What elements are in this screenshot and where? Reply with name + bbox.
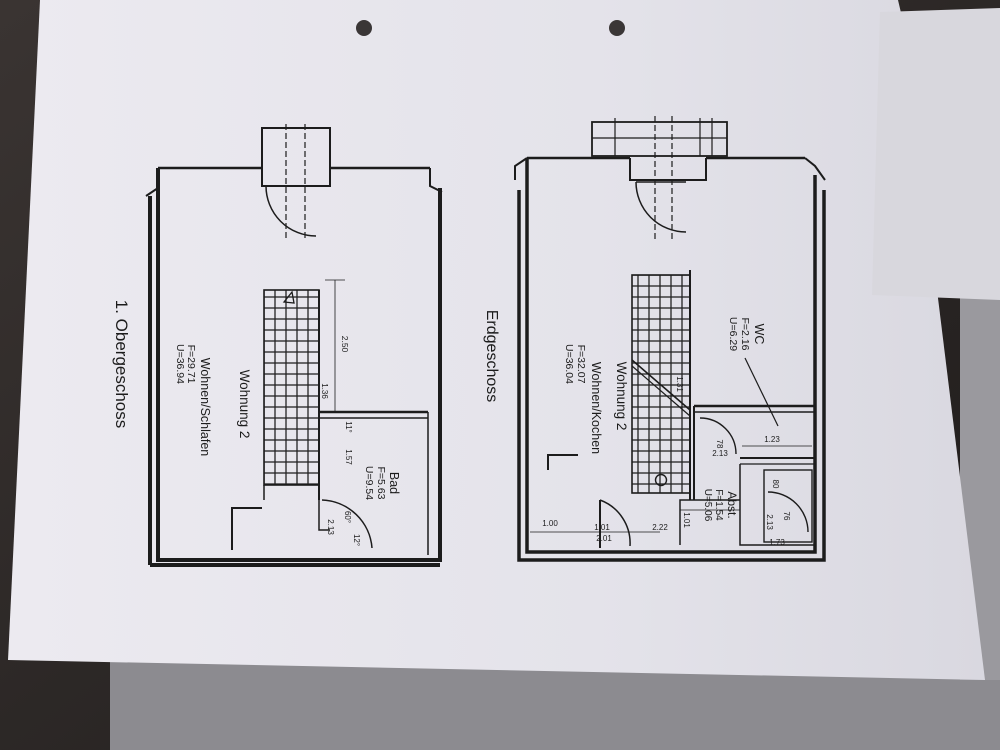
room-perimeter: U=6.29	[727, 317, 739, 351]
stair-cut	[631, 359, 691, 411]
room-area: F=1.54	[713, 489, 724, 521]
outer-wall	[517, 190, 826, 562]
inner-wall	[318, 500, 330, 531]
dormer-wall	[629, 158, 707, 181]
dimension-label: 1.00	[542, 519, 558, 528]
room-name: WC	[752, 324, 766, 345]
dimension-label: 60°	[343, 511, 352, 523]
plan-labels-erdgeschoss: Erdgeschoss Wohnung 2 Wohnen/Kochen F=32…	[483, 310, 791, 547]
eave	[804, 157, 826, 181]
eave	[514, 157, 528, 180]
dimension-label: 80	[771, 480, 780, 489]
dimension-label: 1.73	[769, 538, 785, 547]
room-name: Wohnen/Kochen	[589, 362, 603, 454]
floor-title: Erdgeschoss	[483, 310, 500, 403]
stair-newel	[654, 473, 668, 487]
floor-plan-erdgeschoss	[514, 116, 826, 562]
dimension-label: 1.57	[344, 449, 353, 465]
plan-labels-obergeschoss: 1. Obergeschoss Wohnung 2 Wohnen/Schlafe…	[112, 300, 401, 546]
wc-pointer	[744, 357, 779, 427]
outer-wall	[525, 158, 817, 554]
dimension-label: 2.13	[326, 519, 335, 535]
room-perimeter: U=5.06	[702, 489, 713, 522]
room-perimeter: U=36.94	[174, 344, 186, 384]
room-area: F=5.63	[375, 467, 387, 500]
unit-name: Wohnung 2	[237, 370, 252, 439]
door-swing	[635, 181, 687, 233]
dimension-label: 2.50	[340, 336, 350, 353]
dimension-label: 2.01	[596, 534, 612, 543]
inner-wall	[739, 464, 815, 546]
stair-arrow	[282, 290, 295, 304]
abst-box	[763, 469, 813, 543]
room-perimeter: U=36.04	[563, 344, 575, 384]
second-sheet	[872, 8, 1000, 300]
unit-name: Wohnung 2	[614, 362, 629, 431]
dimension-label: 11°	[344, 421, 353, 433]
dimension-label: 1.01	[682, 512, 691, 528]
inner-wall	[547, 454, 578, 470]
room-area: F=32.07	[575, 345, 587, 384]
punch-hole	[356, 20, 372, 36]
stair-cut	[631, 365, 691, 417]
room-name: Abst.	[725, 491, 739, 518]
dimension-label: 78	[715, 440, 724, 449]
eave	[145, 168, 159, 197]
dimension-label: 2.13	[712, 449, 728, 458]
door-swing	[699, 417, 737, 455]
dimension-label: 2.22	[652, 523, 668, 532]
room-area: F=29.71	[185, 345, 197, 384]
room-perimeter: U=9.54	[363, 466, 375, 500]
outer-wall	[156, 168, 442, 562]
dimension-label: 12°	[352, 534, 361, 546]
door-swing	[265, 185, 317, 237]
dimension-label: 1.01	[594, 523, 610, 532]
floor-title: 1. Obergeschoss	[112, 300, 131, 429]
dimension-label: 76	[782, 512, 791, 521]
room-name: Bad	[387, 472, 401, 494]
dimension-label: 2.13	[765, 514, 774, 530]
punch-hole	[609, 20, 625, 36]
inner-wall	[231, 507, 262, 550]
eave	[429, 168, 443, 193]
inner-wall	[679, 499, 740, 545]
room-area: F=2.16	[739, 318, 751, 351]
dormer-box	[591, 121, 728, 157]
dimension-label: 1.31	[675, 376, 684, 392]
door-swing	[599, 499, 631, 547]
door-swing	[321, 499, 373, 549]
dimension-label: 1.23	[764, 435, 780, 444]
room-name: Wohnen/Schlafen	[198, 358, 212, 456]
dimension-label: 1.36	[320, 383, 329, 399]
floor-plan-obergeschoss	[145, 124, 443, 567]
door-swing	[767, 491, 809, 533]
staircase	[263, 289, 320, 486]
